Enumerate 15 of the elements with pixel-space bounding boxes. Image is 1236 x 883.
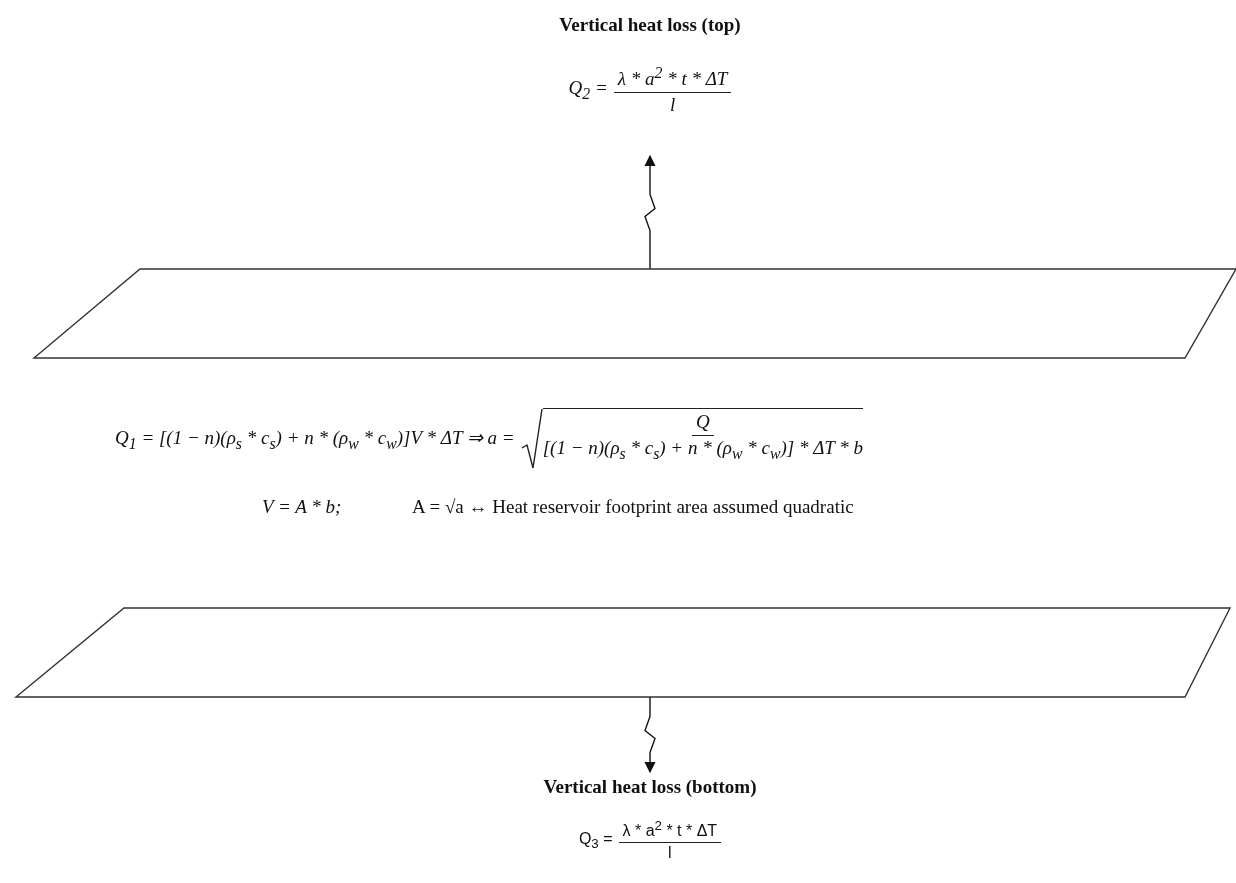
formula-denominator: [(1 − n)(ρ$_{s}$ * c$_{s}$) + n * (ρ$_{w}$ * c$_{w}$)] * ΔT * b [542,436,864,463]
formula-denominator: l [669,93,676,117]
formula-numerator: λ * a$^{2}$ * t * ΔT [613,64,732,94]
formula: V = A * b; [262,496,342,518]
heading: Vertical heat loss (bottom) [543,776,757,798]
formula: A = √a ↔ Heat reservoir footprint area assumed quadratic [412,496,854,518]
formula-numerator: Q [692,411,714,436]
formula-numerator: λ * a$^{2}$ * t * ΔT [618,818,722,844]
formula-denominator: l [668,843,672,863]
heading: Vertical heat loss (top) [559,14,741,36]
wavy-heat-arrow [644,154,656,270]
formula: Q$_{1}$ = [(1 − n)(ρ$_{s}$ * c$_{s}$) + n * (ρ$_{w}$ * c$_{w}$)]V * ΔT ⇒ a = [115,425,515,453]
formula-lhs: Q$_{2}$ = [568,77,608,104]
wavy-heat-arrow [644,696,656,774]
formula-lhs: Q$_{3}$ = [578,829,613,851]
